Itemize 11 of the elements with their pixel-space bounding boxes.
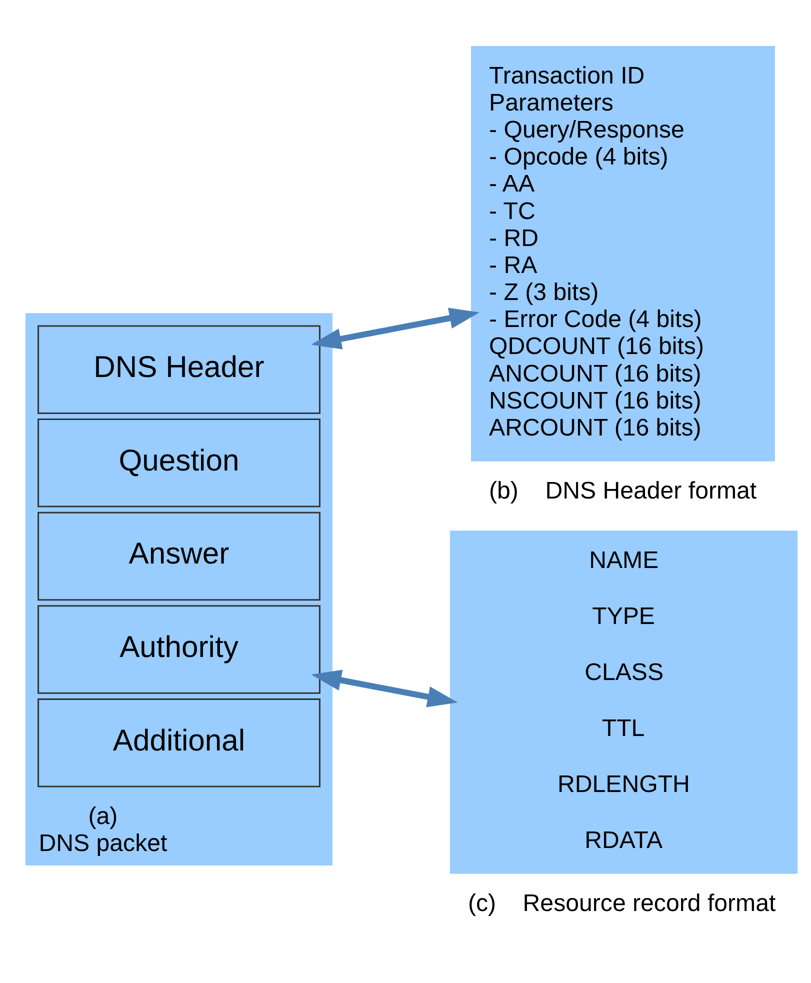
arrow (311, 670, 458, 708)
node-label: (c) Resource record format (468, 890, 776, 918)
node-box: NAME TYPE CLASS TTL RDLENGTH RDATA (450, 530, 798, 874)
node-box: Additional (38, 698, 320, 788)
arrow (311, 308, 480, 350)
node-label: (b) DNS Header format (489, 478, 757, 505)
node-box: Authority (38, 605, 320, 694)
node-box: Question (38, 418, 320, 508)
node-box: Answer (38, 512, 320, 601)
node-box: DNS Header (38, 325, 320, 414)
node-box: Transaction ID Parameters - Query/Response - Opcode (4 bits) - AA - TC - RD - RA - Z (3 bits) - Error Code (4 bits) QDCOUNT (16 bits) ANCOUNT (16 bits) NSCOUNT (16 bits) ARCOUNT (16 bits) (470, 46, 775, 462)
